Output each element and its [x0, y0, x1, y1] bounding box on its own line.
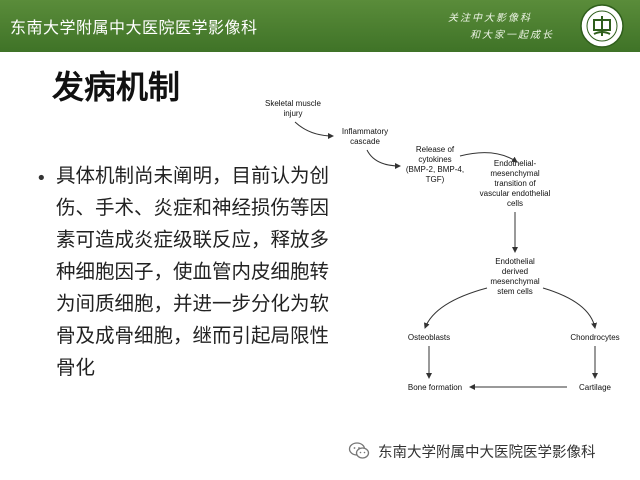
- node-stem-cells: Endothelial derived mesenchymal stem cel…: [490, 257, 540, 296]
- arrow-stem-to-chondrocytes: [542, 287, 597, 329]
- node-stem-line2: derived: [502, 267, 528, 276]
- node-skeletal-line2: injury: [283, 109, 302, 118]
- node-endothelial-line1: Endothelial-: [494, 159, 537, 168]
- node-release-line1: Release of: [416, 145, 455, 154]
- node-endothelial-transition: Endothelial- mesenchymal transition of v…: [480, 159, 551, 208]
- wechat-icon: [348, 442, 370, 459]
- node-chondrocytes: Chondrocytes: [570, 333, 619, 342]
- slogan-line-2: 和大家一起成长: [470, 30, 554, 41]
- node-endothelial-line4: vascular endothelial: [480, 189, 551, 198]
- pathogenesis-diagram: Skeletal muscle injury Inflammatory casc…: [255, 92, 640, 402]
- node-bone-formation: Bone formation: [408, 383, 462, 392]
- node-stem-line4: stem cells: [497, 287, 533, 296]
- slide-title: 发病机制: [52, 68, 181, 106]
- node-endothelial-line5: cells: [507, 199, 523, 208]
- header-bar: 东南大学附属中大医院医学影像科 关注中大影像科 和大家一起成长: [0, 0, 640, 52]
- node-stem-line3: mesenchymal: [490, 277, 540, 286]
- footer-text: 东南大学附属中大医院医学影像科: [378, 444, 596, 461]
- node-release-line4: TGF): [426, 175, 445, 184]
- flow-arrows: [294, 121, 598, 390]
- node-endothelial-line3: transition of: [494, 179, 536, 188]
- slogan-line-1: 关注中大影像科: [448, 13, 532, 24]
- flowchart-svg: Skeletal muscle injury Inflammatory casc…: [265, 99, 620, 392]
- node-osteoblasts: Osteoblasts: [408, 333, 450, 342]
- node-inflammatory-cascade: Inflammatory cascade: [342, 127, 388, 146]
- node-cartilage: Cartilage: [579, 383, 612, 392]
- node-inflammatory-line2: cascade: [350, 137, 380, 146]
- node-release-line3: (BMP-2, BMP-4,: [406, 165, 464, 174]
- node-endothelial-line2: mesenchymal: [490, 169, 540, 178]
- header-title: 东南大学附属中大医院医学影像科: [10, 18, 258, 37]
- bullet-marker: •: [36, 168, 47, 189]
- bullet-text: 具体机制尚未阐明，目前认为创伤、手术、炎症和神经损伤等因素可造成炎症级联反应，释…: [56, 164, 330, 379]
- footer-watermark: 东南大学附属中大医院医学影像科: [348, 440, 596, 462]
- node-stem-line1: Endothelial: [495, 257, 535, 266]
- arrow-stem-to-osteoblasts: [423, 287, 488, 329]
- node-skeletal-line1: Skeletal muscle: [265, 99, 322, 108]
- hospital-seal-icon: [580, 4, 624, 48]
- node-inflammatory-line1: Inflammatory: [342, 127, 388, 136]
- node-release-line2: cytokines: [418, 155, 451, 164]
- arrow-release-to-endothelial: [459, 152, 518, 163]
- arrow-skeletal-to-inflammatory: [294, 121, 334, 139]
- node-cytokine-release: Release of cytokines (BMP-2, BMP-4, TGF): [406, 145, 464, 184]
- arrow-inflammatory-to-release: [366, 149, 401, 169]
- node-skeletal-injury: Skeletal muscle injury: [265, 99, 322, 118]
